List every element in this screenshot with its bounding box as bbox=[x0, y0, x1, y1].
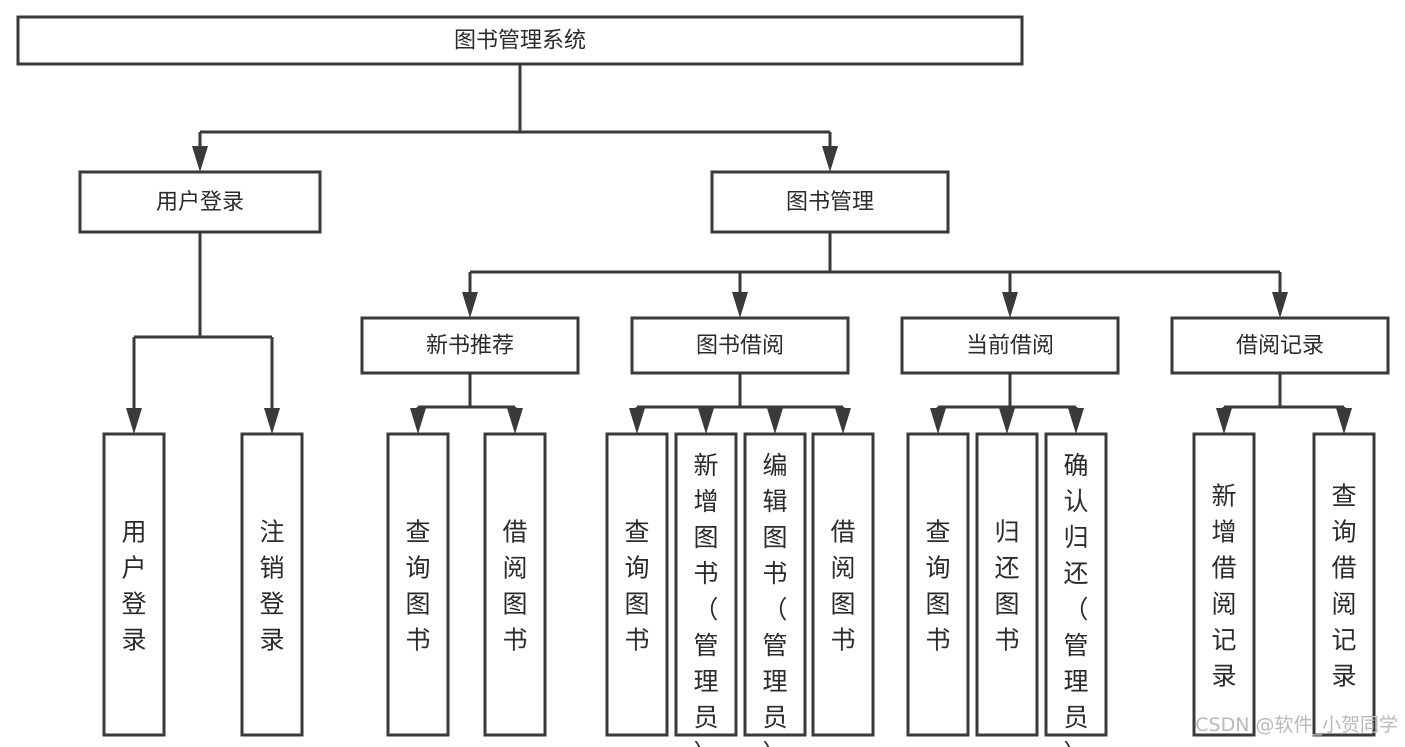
node-leaf-add-book[interactable]: 新增图书（管理员） bbox=[674, 432, 738, 747]
node-login[interactable]: 用户登录 bbox=[78, 170, 322, 234]
node-leaf-borrow-book-1[interactable]: 借阅图书 bbox=[483, 432, 547, 737]
node-leaf-borrow-book-2[interactable]: 借阅图书 bbox=[811, 432, 875, 737]
node-label: 用户登录 bbox=[156, 190, 244, 215]
connector-edge-bookmgmt bbox=[462, 232, 1288, 318]
node-bookmgmt[interactable]: 图书管理 bbox=[710, 170, 950, 234]
node-label: 查询图书 bbox=[624, 518, 649, 655]
node-label: 借阅记录 bbox=[1236, 334, 1324, 359]
node-label: 确认归还（管理员） bbox=[1063, 451, 1088, 747]
connector-edge-current bbox=[930, 373, 1084, 434]
nodes-layer: 图书管理系统用户登录图书管理新书推荐图书借阅当前借阅借阅记录用户登录注销登录查询… bbox=[16, 15, 1390, 747]
node-label: 当前借阅 bbox=[966, 334, 1054, 359]
edges-layer bbox=[126, 64, 1352, 434]
node-records[interactable]: 借阅记录 bbox=[1170, 316, 1390, 375]
node-leaf-user-logout[interactable]: 注销登录 bbox=[240, 432, 304, 737]
node-label: 编辑图书（管理员） bbox=[762, 451, 787, 747]
node-label: 借阅图书 bbox=[830, 518, 855, 655]
connector-edge-newbook bbox=[410, 373, 523, 434]
node-leaf-query-book-1[interactable]: 查询图书 bbox=[386, 432, 450, 737]
node-leaf-user-login[interactable]: 用户登录 bbox=[102, 432, 166, 737]
connector-edge-login bbox=[126, 232, 280, 434]
node-current[interactable]: 当前借阅 bbox=[900, 316, 1120, 375]
connector-edge-root bbox=[192, 64, 838, 172]
node-leaf-query-record[interactable]: 查询借阅记录 bbox=[1312, 432, 1376, 737]
csdn-watermark: CSDN @软件_小贺同学 bbox=[1195, 714, 1398, 736]
node-leaf-add-record[interactable]: 新增借阅记录 bbox=[1192, 432, 1256, 737]
node-leaf-return-book[interactable]: 归还图书 bbox=[975, 432, 1039, 737]
node-label: 查询借阅记录 bbox=[1331, 482, 1356, 691]
node-label: 查询图书 bbox=[925, 518, 950, 655]
watermark-layer: CSDN @软件_小贺同学 bbox=[1195, 714, 1398, 736]
node-label: 新增借阅记录 bbox=[1211, 482, 1236, 691]
connector-edge-borrow bbox=[629, 373, 851, 434]
node-leaf-query-book-3[interactable]: 查询图书 bbox=[906, 432, 970, 737]
node-label: 图书管理系统 bbox=[454, 29, 586, 54]
node-label: 借阅图书 bbox=[502, 518, 527, 655]
node-leaf-confirm-return[interactable]: 确认归还（管理员） bbox=[1044, 432, 1108, 747]
node-leaf-edit-book[interactable]: 编辑图书（管理员） bbox=[743, 432, 807, 747]
node-label: 图书管理 bbox=[786, 190, 874, 215]
node-leaf-query-book-2[interactable]: 查询图书 bbox=[605, 432, 669, 737]
node-label: 用户登录 bbox=[121, 518, 146, 655]
node-borrow[interactable]: 图书借阅 bbox=[630, 316, 850, 375]
node-label: 归还图书 bbox=[994, 518, 1019, 655]
node-label: 查询图书 bbox=[405, 518, 430, 655]
node-label: 图书借阅 bbox=[696, 334, 784, 359]
node-label: 注销登录 bbox=[259, 518, 284, 655]
node-label: 新书推荐 bbox=[426, 334, 514, 359]
node-label: 新增图书（管理员） bbox=[693, 451, 718, 747]
connector-edge-records bbox=[1216, 373, 1352, 434]
node-newbook[interactable]: 新书推荐 bbox=[360, 316, 580, 375]
node-root[interactable]: 图书管理系统 bbox=[16, 15, 1024, 66]
